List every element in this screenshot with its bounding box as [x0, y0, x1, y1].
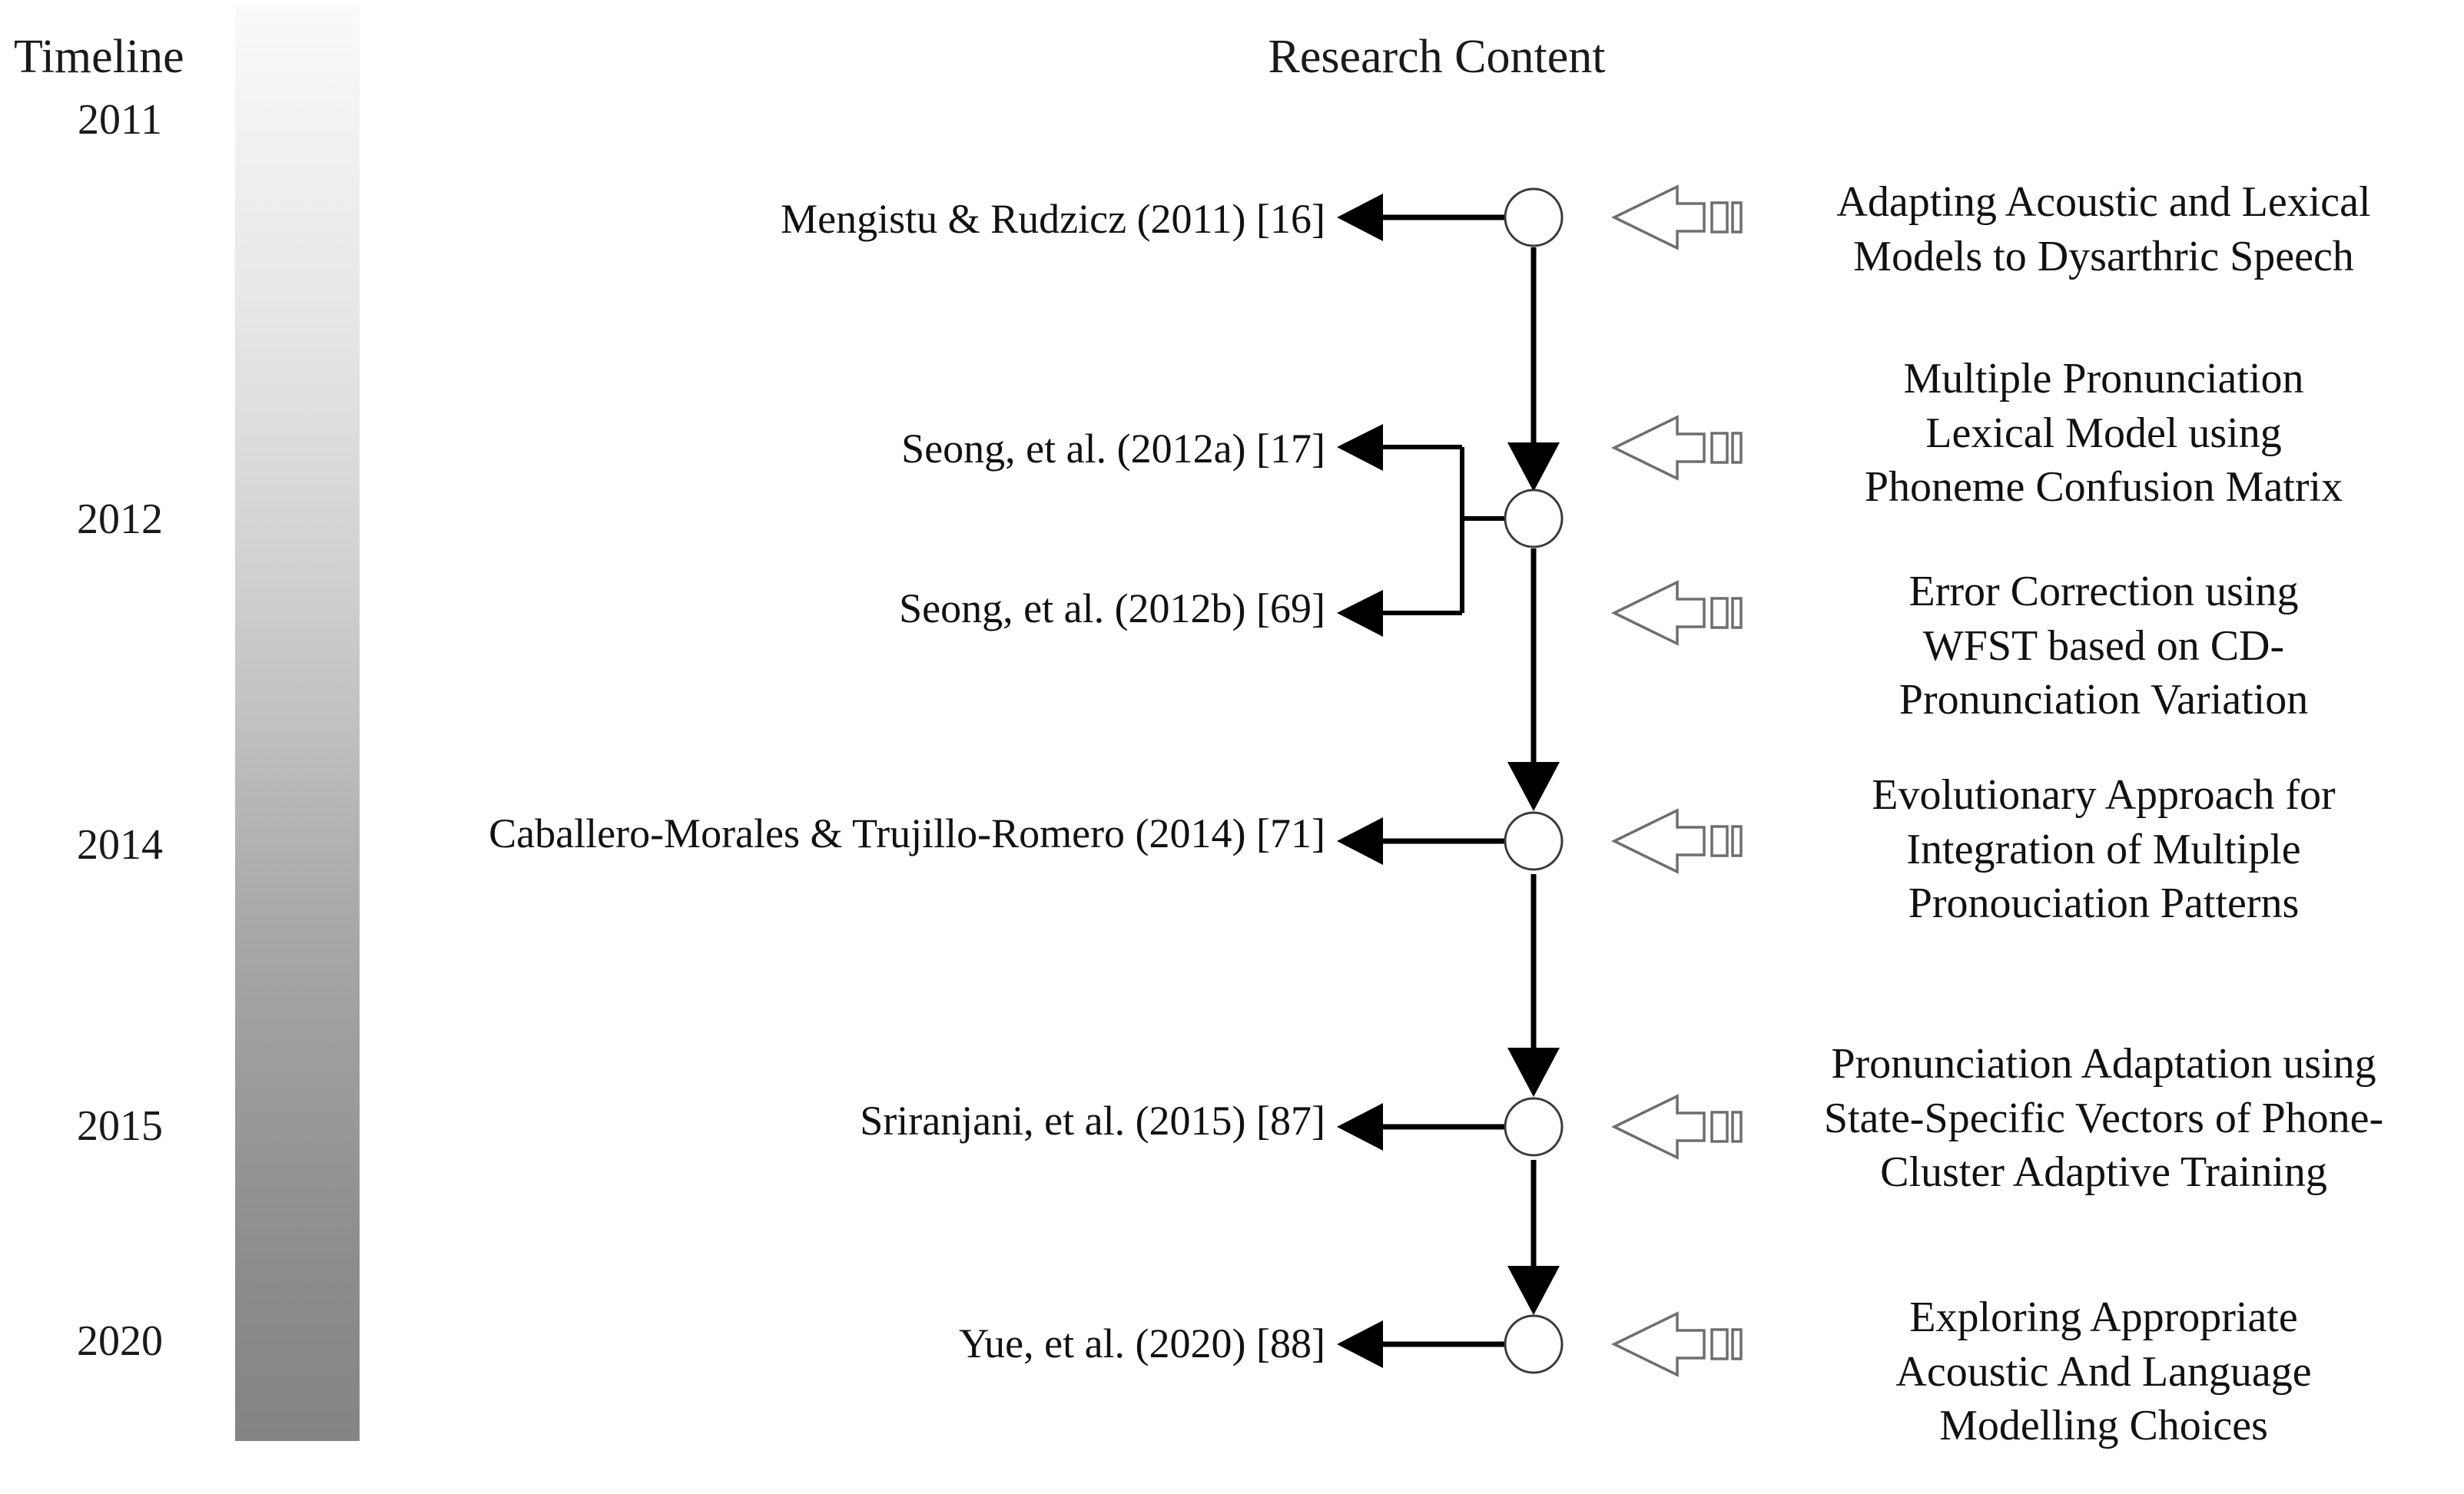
spine-arrowhead-2012: [1507, 442, 1560, 492]
left-pointing-striped-arrow-icon: [1611, 415, 1743, 481]
research-content-2015: Pronunciation Adaptation using State-Spe…: [1743, 1037, 2464, 1200]
connector-arrowhead-2020: [1337, 1320, 1383, 1368]
year-label-2015: 2015: [77, 1102, 163, 1150]
connector-arrowhead-2012b: [1337, 590, 1383, 637]
research-content-2011: Adapting Acoustic and Lexical Models to …: [1743, 175, 2464, 283]
connector-arrowhead-2011: [1337, 194, 1383, 241]
left-pointing-striped-arrow-icon: [1611, 808, 1743, 874]
citation-label-sriranjani-2015[interactable]: Sriranjani, et al. (2015) [87]: [860, 1098, 1325, 1144]
content-line: Pronouciation Patterns: [1908, 880, 2300, 928]
content-line: Multiple Pronunciation: [1903, 355, 2304, 402]
content-line: Integration of Multiple: [1906, 825, 2301, 873]
research-content-column-header: Research Content: [1268, 31, 1606, 83]
left-pointing-striped-arrow-icon: [1611, 184, 1743, 250]
left-pointing-striped-arrow-icon: [1611, 1094, 1743, 1160]
research-content-2012a: Multiple Pronunciation Lexical Model usi…: [1743, 352, 2464, 515]
research-content-2014: Evolutionary Approach for Integration of…: [1743, 768, 2464, 931]
content-line: Pronunciation Variation: [1899, 676, 2309, 724]
timeline-gradient-bar: [235, 5, 360, 1441]
spine-arrowhead-2020: [1507, 1266, 1560, 1315]
content-line: Adapting Acoustic and Lexical: [1836, 178, 2371, 226]
connector-arrowhead-2012a: [1337, 424, 1383, 471]
timeline-node-2015[interactable]: [1504, 1097, 1564, 1157]
content-line: Models to Dysarthric Speech: [1853, 232, 2354, 280]
year-label-2012: 2012: [77, 495, 163, 543]
left-pointing-striped-arrow-icon: [1611, 1311, 1743, 1377]
citation-label-mengistu-2011[interactable]: Mengistu & Rudzicz (2011) [16]: [781, 196, 1325, 242]
content-line: Pronunciation Adaptation using: [1831, 1040, 2376, 1088]
content-line: Modelling Choices: [1939, 1402, 2268, 1450]
spine-arrowhead-2014: [1507, 762, 1560, 811]
timeline-node-2014[interactable]: [1504, 811, 1564, 871]
content-line: Cluster Adaptive Training: [1880, 1148, 2327, 1197]
timeline-node-2011[interactable]: [1504, 187, 1564, 247]
connector-arrowhead-2014: [1337, 817, 1383, 865]
research-content-2020: Exploring Appropriate Acoustic And Langu…: [1743, 1290, 2464, 1453]
content-line: State-Specific Vectors of Phone-: [1823, 1094, 2384, 1142]
citation-label-seong-2012b[interactable]: Seong, et al. (2012b) [69]: [899, 585, 1325, 631]
content-line: Evolutionary Approach for: [1872, 771, 2336, 819]
content-line: Exploring Appropriate: [1909, 1294, 2298, 1341]
year-label-2011: 2011: [78, 96, 162, 144]
citation-label-yue-2020[interactable]: Yue, et al. (2020) [88]: [959, 1320, 1325, 1366]
research-content-2012b: Error Correction using WFST based on CD-…: [1743, 565, 2464, 727]
content-line: Acoustic And Language: [1895, 1347, 2312, 1396]
connector-arrowhead-2015: [1337, 1103, 1383, 1151]
citation-label-caballero-morales-2014[interactable]: Caballero-Morales & Trujillo-Romero (201…: [489, 810, 1325, 856]
content-line: Phoneme Confusion Matrix: [1864, 463, 2343, 512]
left-pointing-striped-arrow-icon: [1611, 580, 1743, 646]
timeline-column-header: Timeline: [14, 31, 184, 83]
timeline-node-2020[interactable]: [1504, 1314, 1564, 1374]
content-line: Lexical Model using: [1925, 409, 2282, 457]
content-line: Error Correction using: [1909, 568, 2299, 615]
citation-label-seong-2012a[interactable]: Seong, et al. (2012a) [17]: [901, 426, 1325, 472]
timeline-node-2012[interactable]: [1504, 489, 1564, 548]
content-line: WFST based on CD-: [1922, 621, 2285, 670]
year-label-2014: 2014: [77, 821, 163, 869]
spine-arrowhead-2015: [1507, 1048, 1560, 1097]
year-label-2020: 2020: [77, 1317, 163, 1365]
